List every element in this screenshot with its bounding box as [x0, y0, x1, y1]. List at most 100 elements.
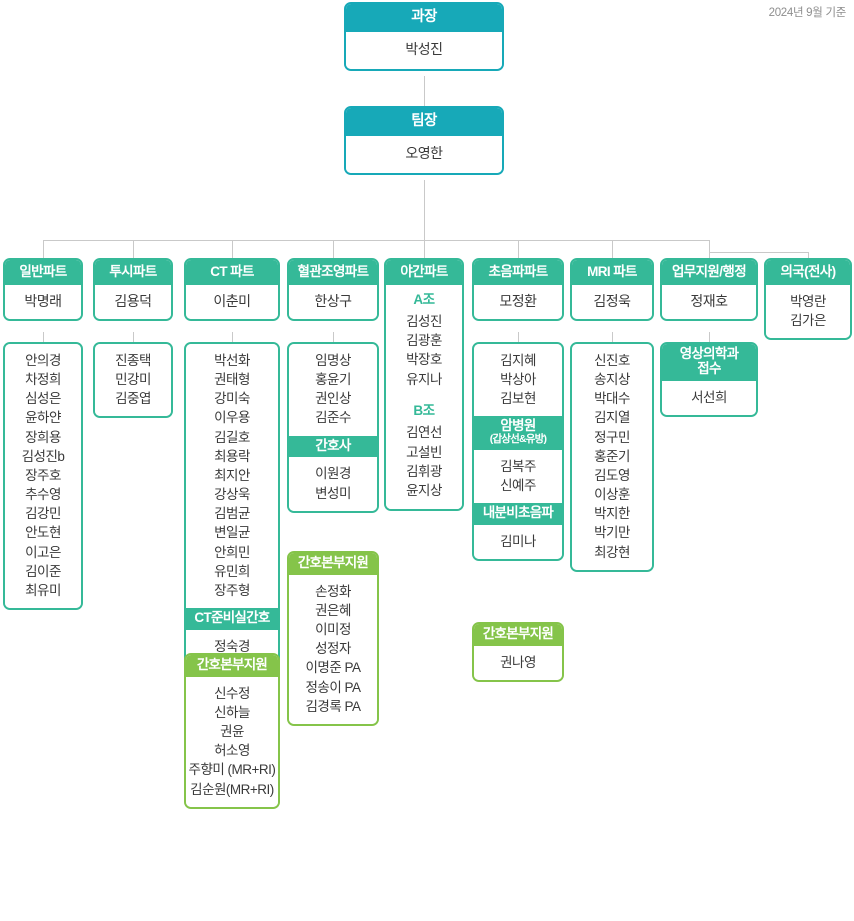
member: 최유미 [25, 582, 61, 598]
member: 장주형 [214, 582, 250, 598]
member: 최용락 [214, 448, 250, 464]
section-header-간호본부지원: 간호본부지원 [186, 655, 278, 677]
member: 이원경 [315, 466, 351, 482]
part-members-mri파트: 신진호 송지상 박대수 김지열 정구민 홍준기 김도영 이상훈 박지한 박기만 … [570, 342, 654, 572]
member: 김성진 [406, 314, 442, 330]
member: 민강미 [115, 372, 151, 388]
part-title: 업무지원/행정 [662, 260, 756, 285]
part-header-초음파파트: 초음파파트 모정환 [472, 258, 564, 322]
connector [709, 332, 710, 342]
part-header-혈관조영파트: 혈관조영파트 한상구 [287, 258, 379, 322]
member: 변일균 [214, 525, 250, 541]
member: 안의경 [25, 353, 61, 368]
connector [133, 240, 134, 258]
part-title: 혈관조영파트 [289, 260, 377, 285]
member: 임명상 [315, 353, 351, 368]
member: 심성은 [25, 391, 61, 407]
connector [808, 252, 809, 258]
top-title-1: 팀장 [346, 108, 502, 136]
member: 고설빈 [406, 444, 442, 460]
part-header-업무지원행정: 업무지원/행정 정재호 [660, 258, 758, 322]
part-leader: 박명래 [24, 292, 62, 309]
part-header-일반파트: 일반파트 박명래 [3, 258, 83, 322]
member-list: 박선화 권태형 강미숙 이우용 김길호 최용락 최지안 강상욱 김범균 변일균 … [186, 344, 278, 609]
top-name-1: 오영한 [405, 144, 443, 161]
member-list: 신진호 송지상 박대수 김지열 정구민 홍준기 김도영 이상훈 박지한 박기만 … [572, 344, 652, 570]
member-list: 임명상 홍윤기 권인상 김준수 [289, 344, 377, 436]
member: 김준수 [315, 410, 351, 426]
member: 차정희 [25, 372, 61, 388]
member: 윤지상 [406, 482, 442, 498]
part-title: 야간파트 [386, 260, 462, 285]
member: 강미숙 [214, 391, 250, 407]
member: 김도영 [594, 467, 630, 483]
part-members-ct파트: 박선화 권태형 강미숙 이우용 김길호 최용락 최지안 강상욱 김범균 변일균 … [184, 342, 280, 667]
member: 김광훈 [406, 333, 442, 349]
member: 신하늘 [214, 705, 250, 720]
member: 박상아 [500, 372, 536, 388]
member: 김성진b [21, 448, 65, 464]
member: 신수정 [214, 685, 250, 701]
member: 김지열 [594, 410, 630, 426]
part-box-야간파트: 야간파트 A조 김성진 김광훈 박장호 유지나 B조 김연선 고설빈 김휘광 윤… [384, 258, 464, 512]
member: 허소영 [214, 743, 250, 759]
member-list: 김복주 신예주 [474, 449, 562, 504]
connector [424, 240, 425, 258]
member: 홍윤기 [315, 372, 351, 388]
member: 권윤 [220, 724, 244, 740]
connector [709, 240, 710, 258]
part-title: 투시파트 [95, 260, 171, 285]
part-title: 초음파파트 [474, 260, 562, 285]
section-header-영상의학과접수: 영상의학과 접수 [662, 344, 756, 381]
part-header-ct파트: CT 파트 이춘미 [184, 258, 280, 322]
section-header-암병원: 암병원 (갑상선&유방) [474, 416, 562, 450]
member: 박영란 [790, 293, 826, 309]
member: 김경록 PA [305, 698, 361, 714]
part-leader: 한상구 [314, 292, 352, 309]
connector-bus [43, 240, 710, 241]
member: 홍준기 [594, 448, 630, 464]
member: 서선희 [691, 389, 727, 405]
group-label-a조: A조 [413, 291, 435, 307]
member: 권인상 [315, 391, 351, 407]
member: 성정자 [315, 641, 351, 657]
connector [232, 240, 233, 258]
member: 유지나 [406, 371, 442, 387]
member-list: 안의경 차정희 심성은 윤하얀 장희용 김성진b 장주호 추수영 김강민 안도현… [5, 344, 81, 609]
member: 정송이 PA [305, 679, 361, 695]
part-title: 일반파트 [5, 260, 81, 285]
section-header-ct준비실간호: CT준비실간호 [186, 608, 278, 630]
section-box-간호본부지원-us: 간호본부지원 권나영 [472, 622, 564, 682]
connector [518, 240, 519, 258]
section-label: 영상의학과 [679, 346, 739, 361]
top-name-0: 박성진 [405, 40, 443, 57]
member: 송지상 [594, 372, 630, 388]
connector [333, 240, 334, 258]
connector [133, 332, 134, 342]
member: 윤하얀 [25, 410, 61, 426]
part-members-일반파트: 안의경 차정희 심성은 윤하얀 장희용 김성진b 장주호 추수영 김강민 안도현… [3, 342, 83, 611]
section-header-간호사: 간호사 [289, 435, 377, 458]
member: 이상훈 [594, 487, 630, 503]
member: 정숙경 [214, 638, 250, 654]
part-members-혈관조영파트: 임명상 홍윤기 권인상 김준수 간호사 이원경 변성미 [287, 342, 379, 513]
part-leader: 김용덕 [114, 292, 152, 309]
member: 김가은 [790, 312, 826, 328]
member: 정구민 [594, 429, 630, 445]
member: 김연선 [406, 425, 442, 441]
member: 김범균 [214, 506, 250, 522]
connector [518, 332, 519, 342]
member: 김강민 [25, 506, 61, 522]
connector [333, 332, 334, 342]
member-list: 서선희 [662, 380, 756, 415]
member: 추수영 [25, 487, 61, 503]
member: 이명준 PA [305, 660, 361, 676]
part-header-mri파트: MRI 파트 김정욱 [570, 258, 654, 322]
member: 박선화 [214, 353, 250, 368]
member: 안희민 [214, 544, 250, 560]
part-title: MRI 파트 [572, 260, 652, 285]
member: 권은혜 [315, 603, 351, 618]
member: 이우용 [214, 410, 250, 426]
member: 안도현 [25, 525, 61, 541]
